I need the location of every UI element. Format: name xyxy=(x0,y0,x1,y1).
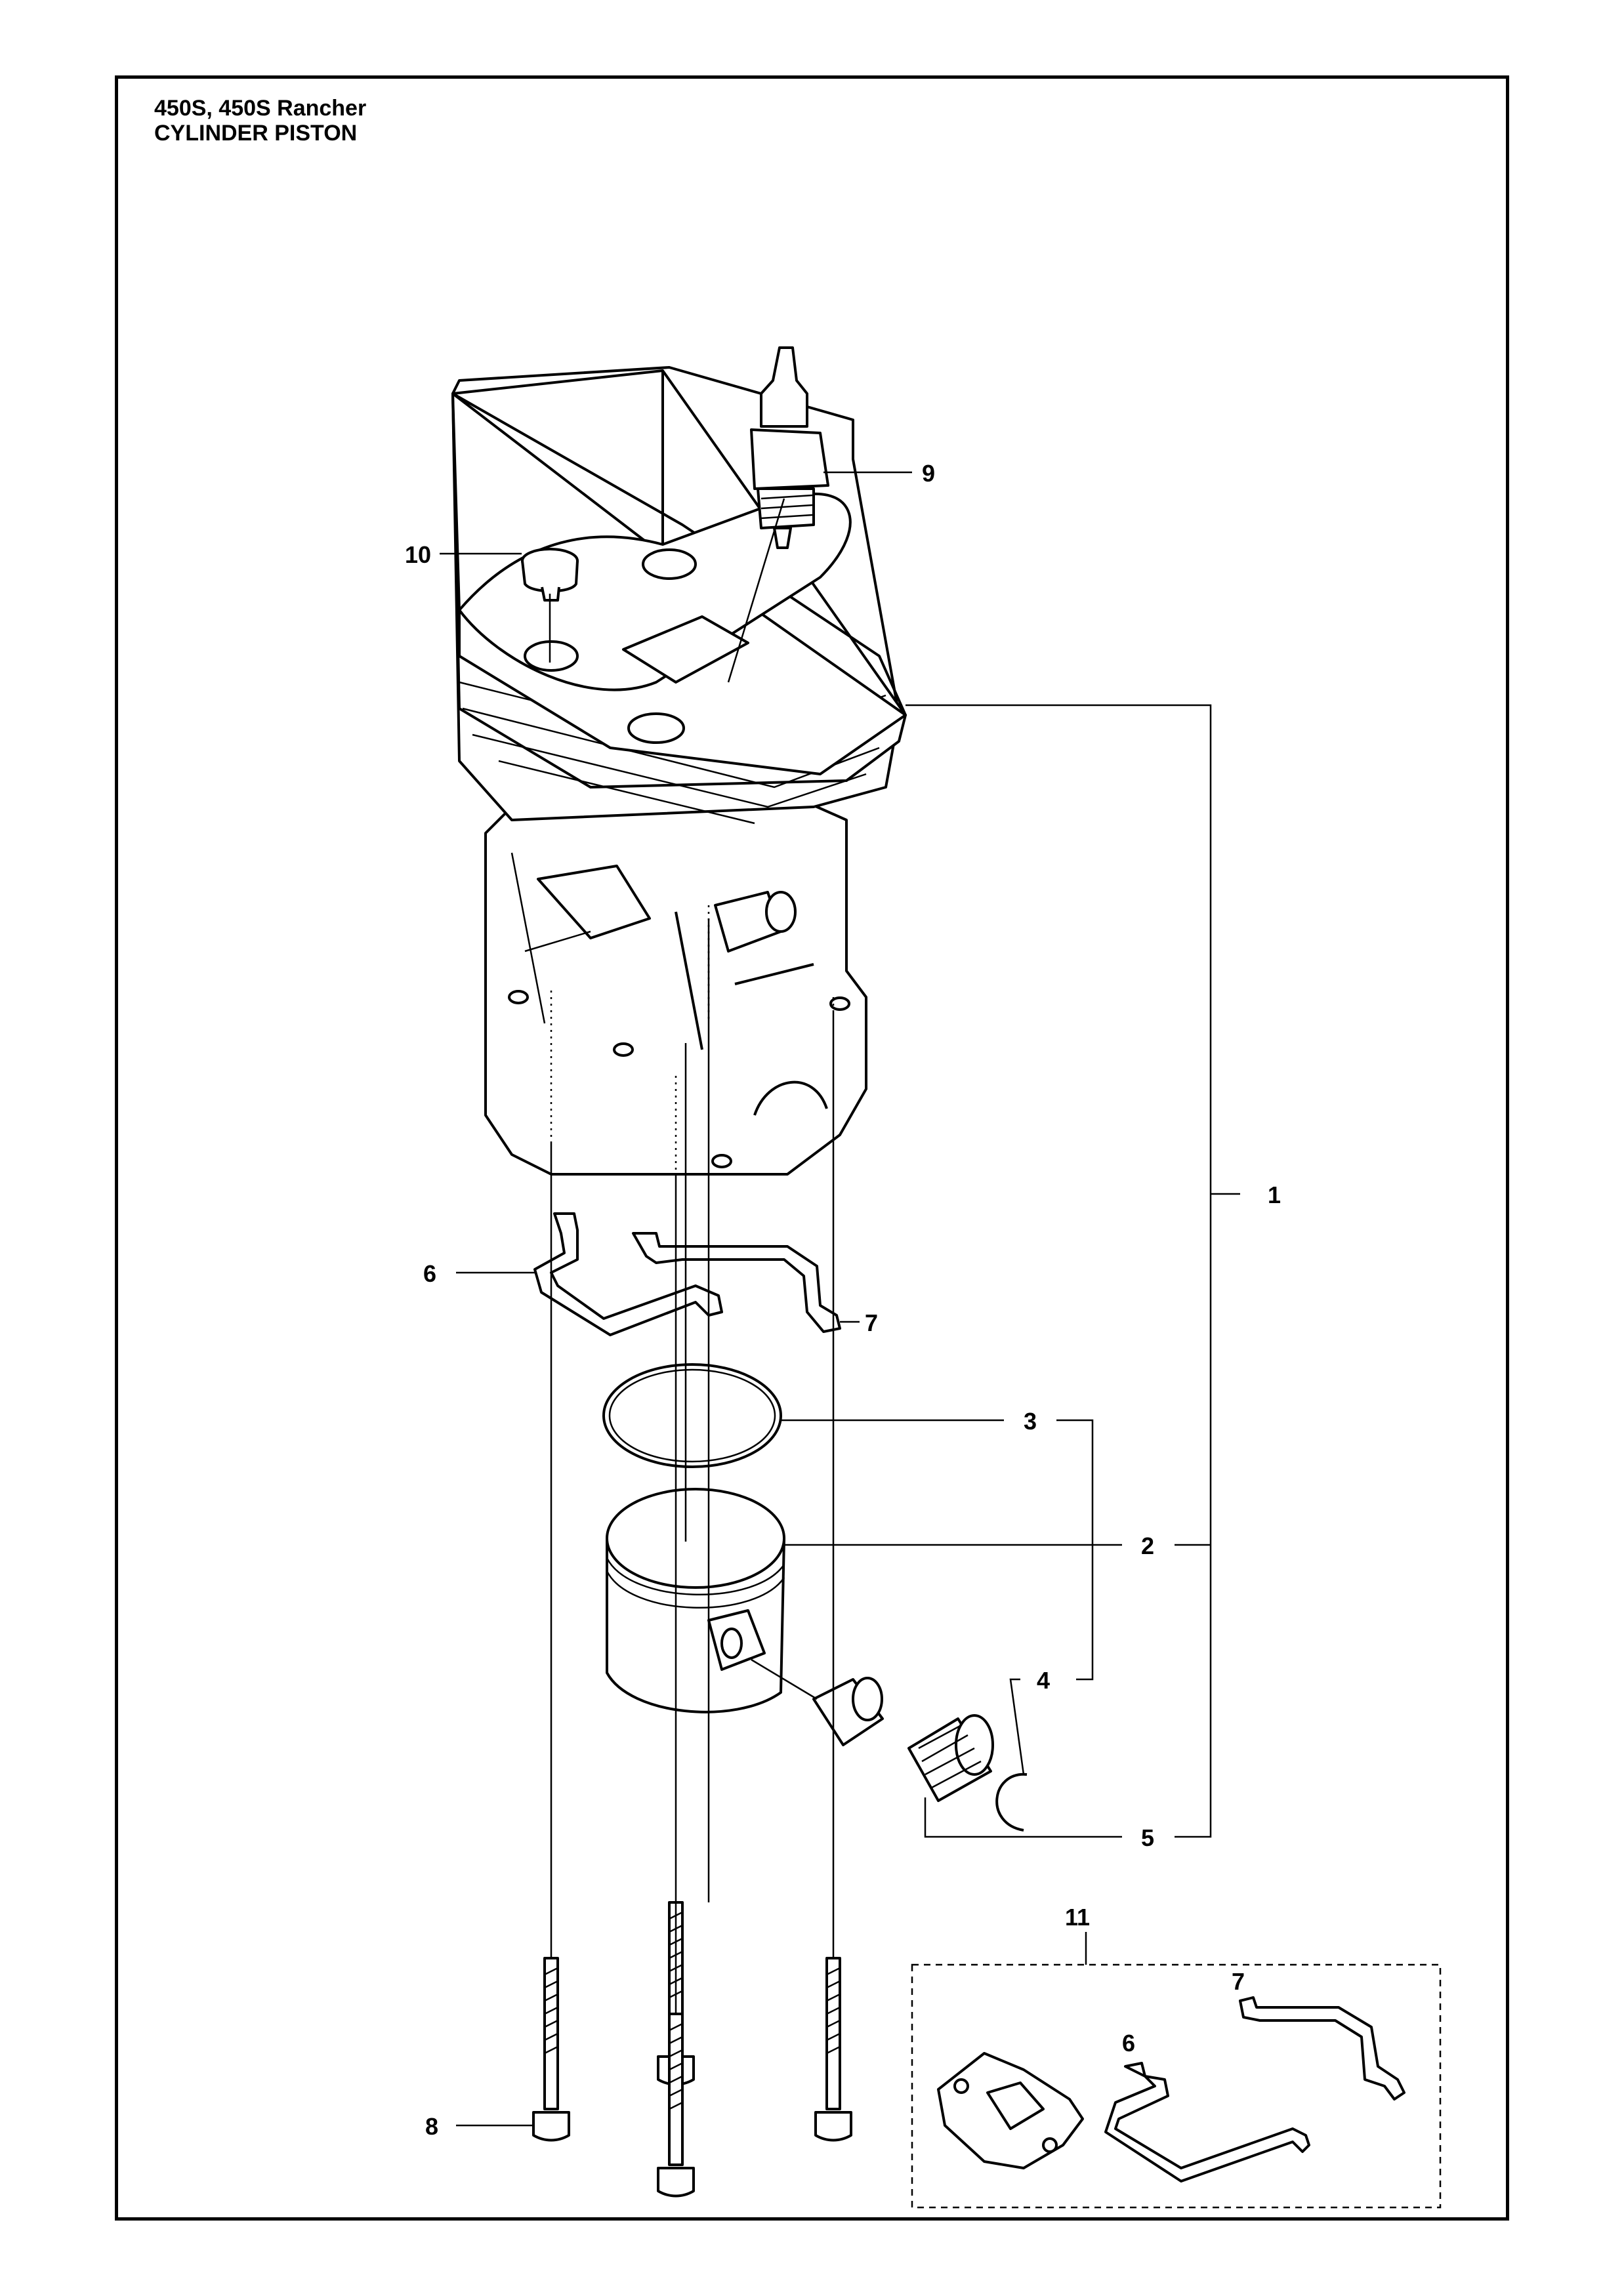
cylinder xyxy=(451,366,907,1176)
callout-4: 4 xyxy=(1037,1667,1050,1694)
callout-5: 5 xyxy=(1141,1824,1154,1851)
alignment-lines xyxy=(549,498,835,2014)
callout-7: 7 xyxy=(865,1309,878,1336)
gasket-upper xyxy=(632,1232,841,1333)
needle-bearing xyxy=(907,1714,994,1802)
callout-labels: 9 10 1 2 3 4 5 6 7 8 11 6 7 xyxy=(405,460,1281,2140)
circlip xyxy=(995,1773,1028,1832)
spark-plug xyxy=(750,346,829,549)
piston-pin xyxy=(812,1677,884,1746)
leader-lines xyxy=(440,471,1240,2127)
section-title: CYLINDER PISTON xyxy=(154,121,358,146)
callout-2: 2 xyxy=(1141,1532,1154,1559)
callout-1: 1 xyxy=(1268,1181,1281,1208)
callout-6: 6 xyxy=(423,1260,436,1287)
callout-kit-7: 7 xyxy=(1232,1968,1245,1995)
page-frame xyxy=(115,75,1509,2221)
decompression-cap xyxy=(521,548,579,602)
piston xyxy=(606,1488,785,1713)
cylinder-bolts xyxy=(532,1901,852,2198)
piston-ring xyxy=(602,1363,782,1468)
gasket-lower xyxy=(533,1212,723,1336)
callout-10: 10 xyxy=(405,541,431,568)
callout-kit-6: 6 xyxy=(1122,2030,1135,2057)
callout-11: 11 xyxy=(1065,1904,1090,1931)
callout-9: 9 xyxy=(922,460,935,487)
model-title: 450S, 450S Rancher xyxy=(154,96,367,121)
callout-3: 3 xyxy=(1024,1408,1037,1435)
gasket-kit xyxy=(911,1963,1442,2209)
callout-8: 8 xyxy=(425,2113,438,2140)
